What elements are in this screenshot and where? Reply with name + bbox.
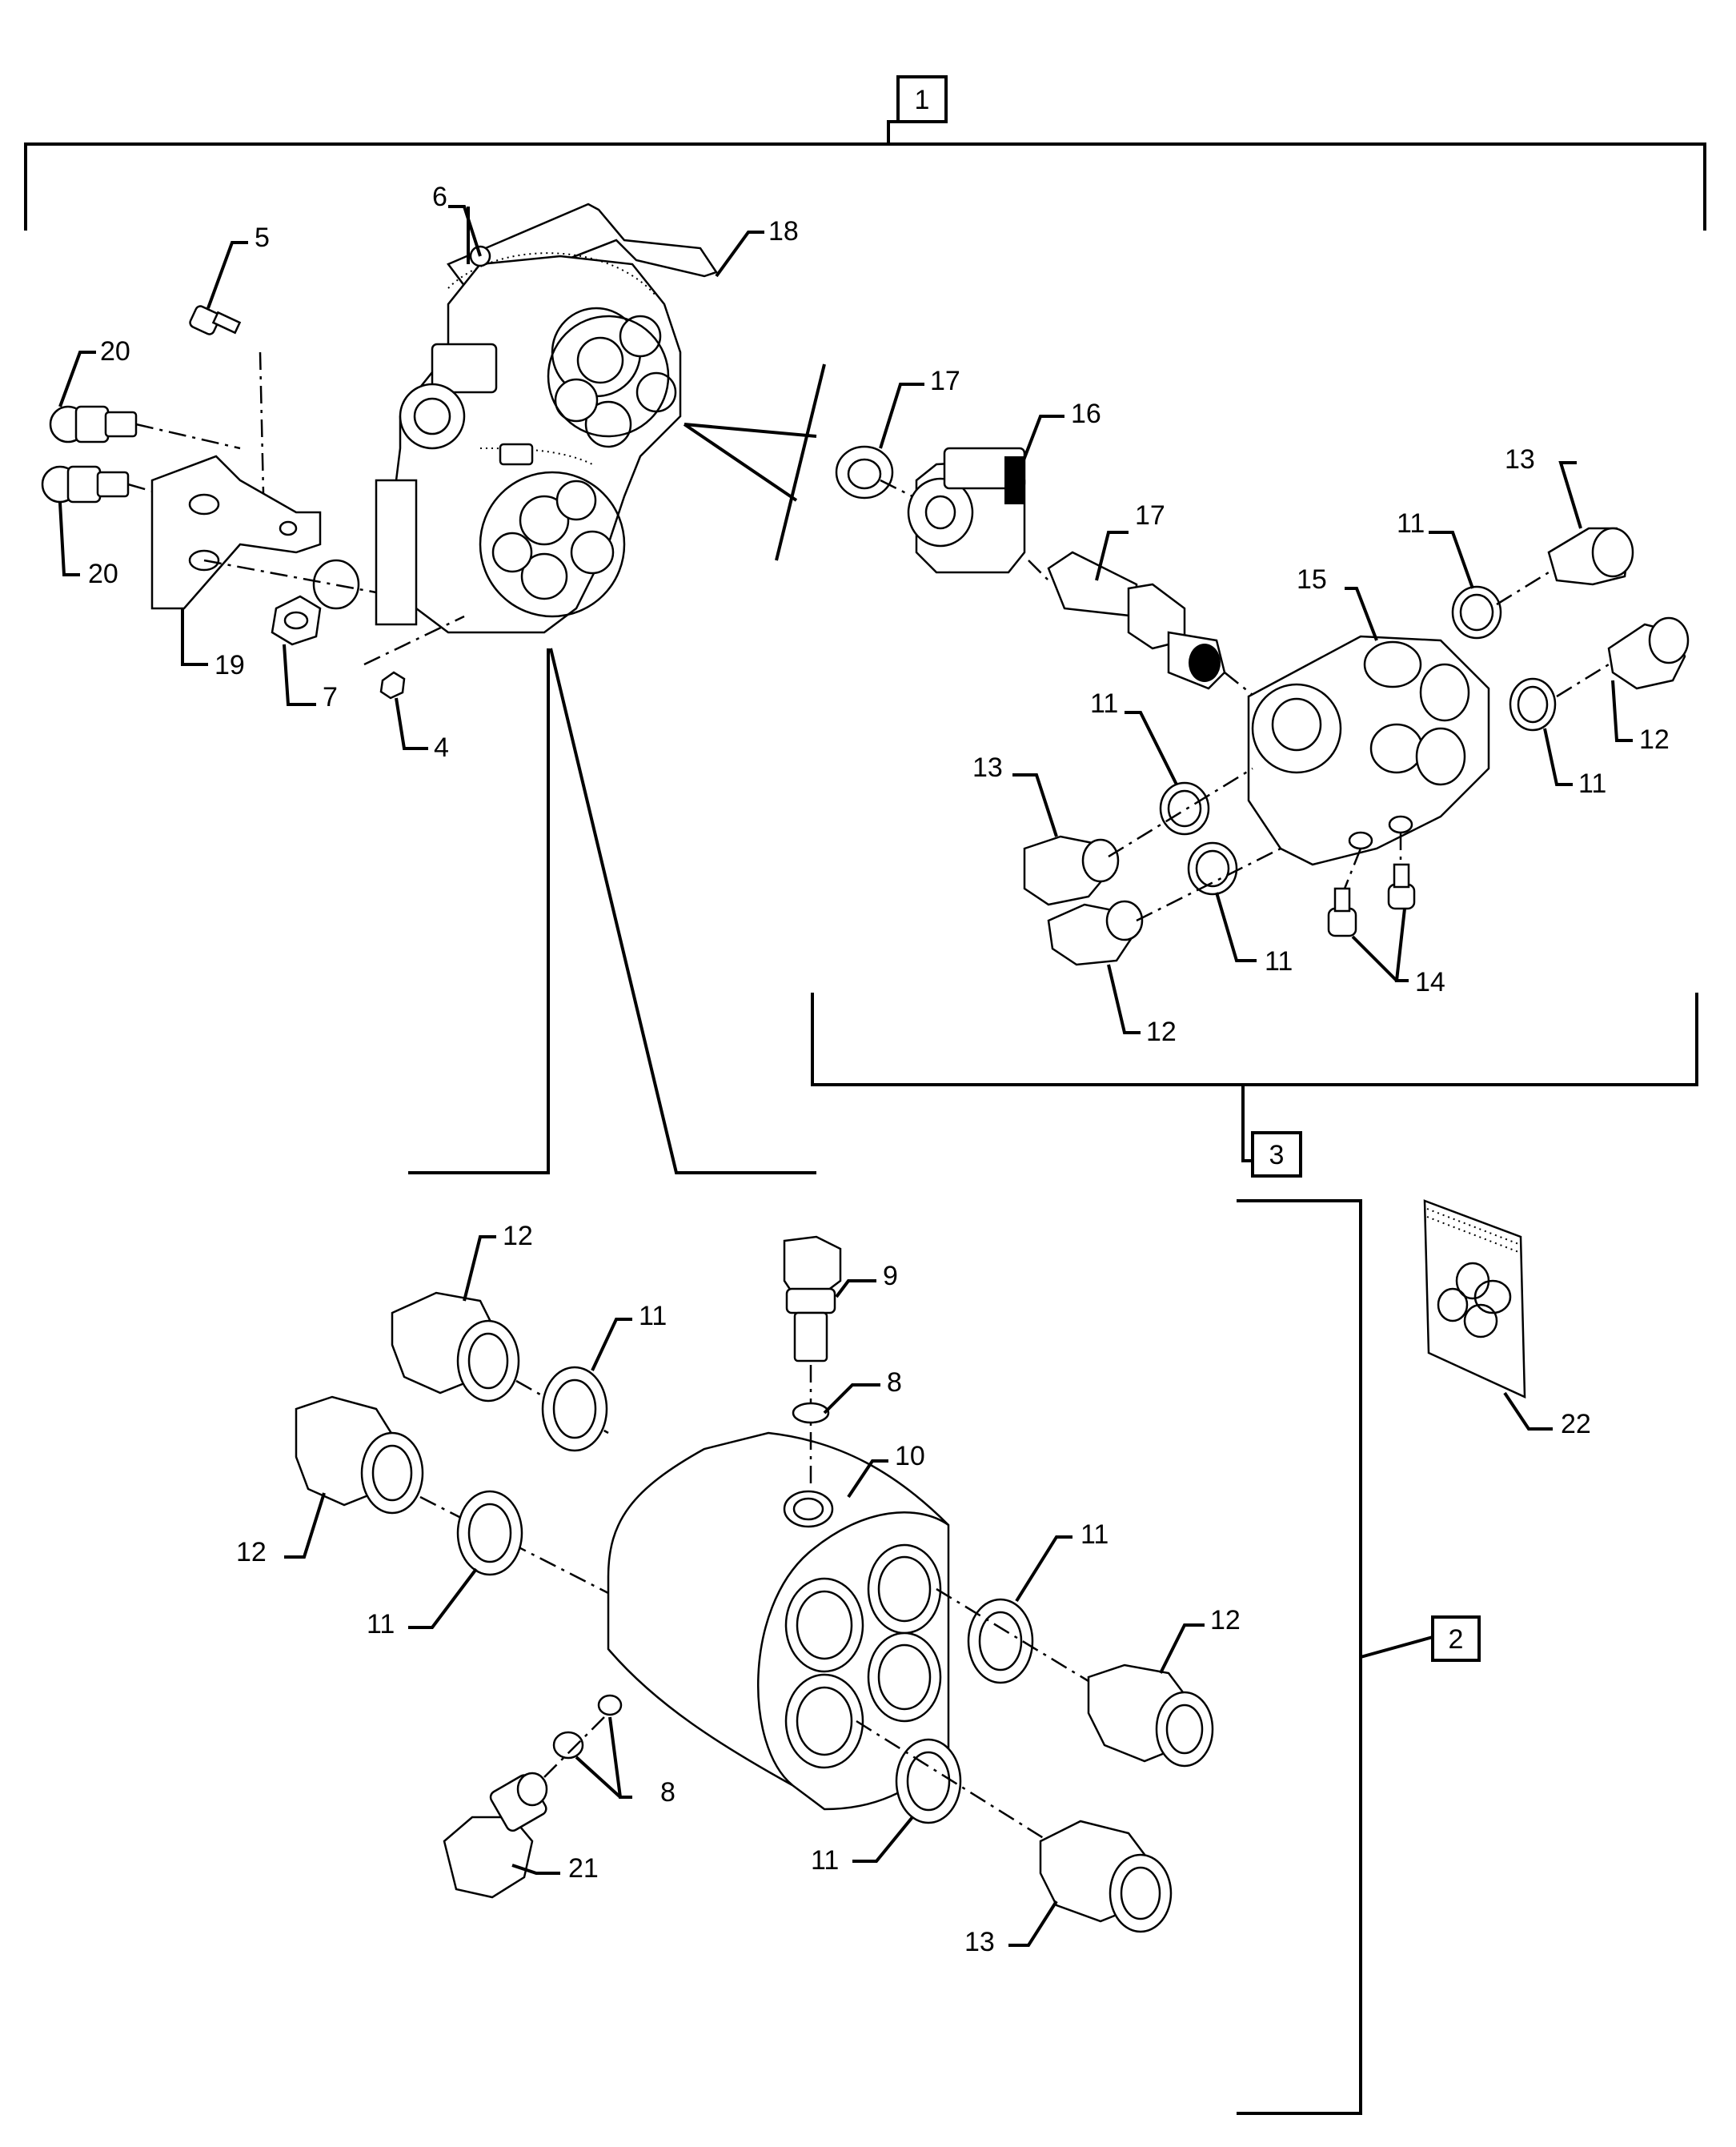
callout-11-left-lower: 11: [1265, 946, 1293, 977]
callout-11-detail2-left: 11: [367, 1609, 395, 1639]
fitting-12-detail-2-right: [1087, 1663, 1214, 1768]
callout-12-upper-right: 12: [1639, 724, 1670, 755]
cartridge-17: [1028, 551, 1265, 705]
callout-19: 19: [214, 650, 245, 680]
fitting-12-detail-2-left: [295, 1395, 609, 1595]
callout-leaders-detail-3: [879, 383, 1633, 1034]
valve-block-10: [607, 1431, 950, 1811]
fitting-12-detail-2-upper: [391, 1291, 609, 1435]
callout-9: 9: [883, 1261, 898, 1291]
callout-box-1: 1: [915, 85, 930, 115]
fitting-13-left: [1023, 767, 1253, 906]
callout-11-detail2-bottom: 11: [811, 1845, 839, 1876]
fitting-12-left: [1047, 847, 1281, 966]
callout-16: 16: [1071, 399, 1101, 429]
zoom-lines-detail-2: [408, 648, 816, 1174]
callout-11-left-upper: 11: [1090, 688, 1118, 719]
plate-19: [150, 455, 377, 610]
valve-block-15: [1247, 635, 1490, 866]
callout-18: 18: [768, 216, 799, 247]
nut-7: [271, 559, 360, 646]
plug-9: [783, 1235, 842, 1489]
nut-4: [363, 615, 465, 700]
assembly-1-bracket: 1: [24, 75, 1706, 231]
callout-22: 22: [1561, 1409, 1591, 1439]
callout-17-lower: 17: [1135, 500, 1165, 531]
solenoid-coil-16: [880, 447, 1026, 574]
callout-11-detail2-upper: 11: [639, 1301, 667, 1331]
callout-12-detail2-upper: 12: [503, 1221, 533, 1251]
detail-2-bracket: 2: [1237, 1199, 1481, 2115]
callout-12-left: 12: [1146, 1017, 1177, 1047]
callout-box-2: 2: [1449, 1624, 1464, 1655]
callout-13-left: 13: [972, 752, 1003, 783]
sensor-21: [443, 1712, 609, 1899]
callout-20-lower: 20: [88, 559, 118, 589]
callout-8-upper: 8: [887, 1367, 902, 1398]
valve-fittings-upper: [547, 307, 677, 448]
callout-8-lower: 8: [660, 1777, 676, 1808]
callout-14: 14: [1415, 967, 1445, 997]
fitting-12-upper-right: [1556, 616, 1690, 698]
callout-17-upper: 17: [930, 366, 960, 396]
callout-12-detail2-right: 12: [1210, 1605, 1241, 1635]
callout-7: 7: [323, 682, 338, 712]
callout-leaders-detail-2: [284, 1235, 1553, 1947]
callout-21: 21: [568, 1853, 599, 1884]
detail-3-bracket: 3: [811, 993, 1698, 1178]
valve-fittings-lower: [479, 471, 626, 618]
callout-20-upper: 20: [100, 336, 130, 367]
callout-6: 6: [432, 182, 447, 212]
callout-13-detail2: 13: [964, 1927, 995, 1957]
callout-leaders-top-left: [58, 205, 764, 750]
callout-numbers: 6 18 5 20 20 19 7 4 17 16 17 13 11 15 12…: [88, 182, 1670, 1957]
callout-5: 5: [255, 223, 270, 253]
o-rings-8: [552, 1402, 830, 1760]
callout-box-3: 3: [1269, 1140, 1285, 1170]
callout-11-upper: 11: [1397, 508, 1425, 539]
fitting-13-detail-2: [1039, 1820, 1173, 1933]
seal-kit-22: [1423, 1199, 1526, 1399]
seals-11-detail-2: [456, 1366, 1089, 1843]
screws-14: [1327, 833, 1416, 937]
callout-4: 4: [434, 732, 449, 763]
fittings-20: [41, 405, 241, 518]
fitting-13-upper-right: [1496, 527, 1634, 606]
valve-assembly-top: [375, 203, 718, 634]
nut-17: [835, 445, 894, 500]
seals-11-detail-3: [1159, 585, 1557, 896]
zoom-lines-detail-3: [683, 363, 826, 561]
callout-10: 10: [895, 1441, 925, 1471]
callout-12-detail2-left: 12: [236, 1537, 267, 1567]
callout-11-right: 11: [1578, 769, 1606, 799]
callout-11-detail2-right: 11: [1080, 1519, 1109, 1550]
callout-15: 15: [1297, 564, 1327, 595]
callout-13-upper: 13: [1505, 444, 1535, 475]
